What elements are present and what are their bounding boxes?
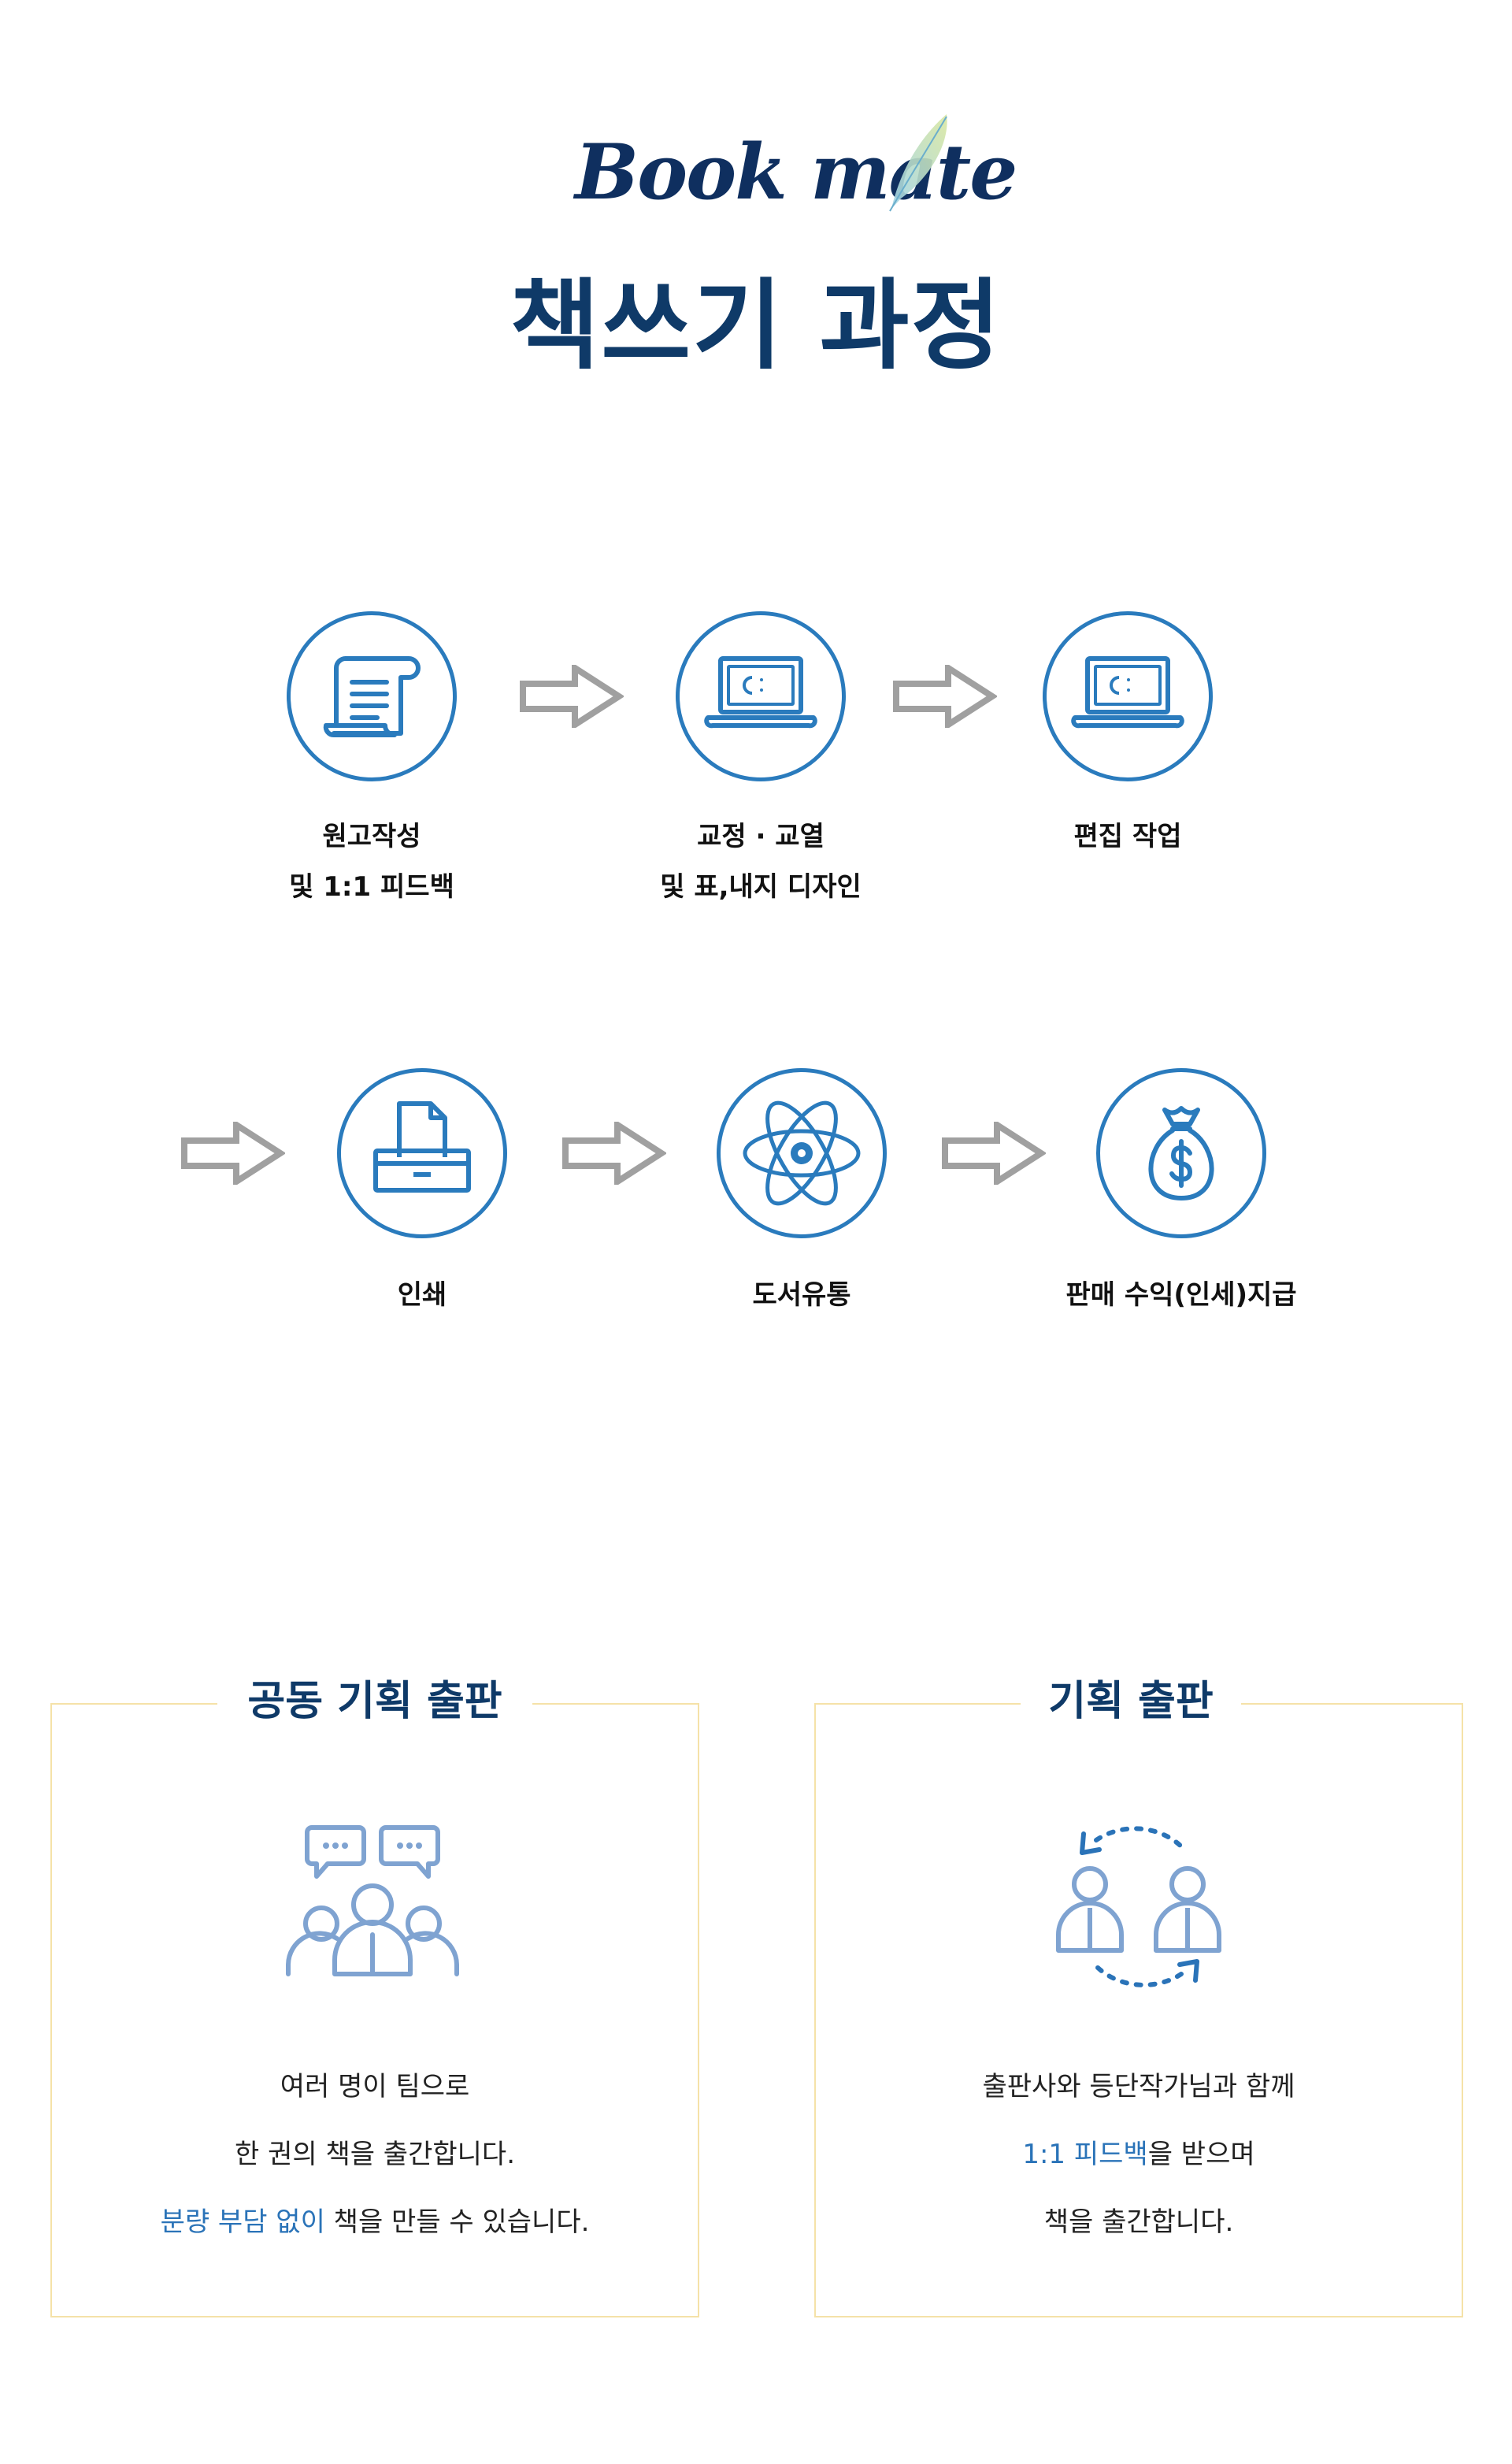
co-publish-card xyxy=(50,1703,699,2317)
step-label-line: 도서유통 xyxy=(752,1279,851,1311)
logo-text: Book mate xyxy=(575,128,1017,217)
flow-arrow-1 xyxy=(520,665,624,728)
step-label-royalty: 판매 수익(인세)지급 xyxy=(1016,1270,1347,1320)
co-publish-title: 공동 기획 출판 xyxy=(217,1670,532,1733)
laptop-icon xyxy=(1071,656,1184,729)
step-circle-printing xyxy=(337,1068,507,1238)
group-chat-icon xyxy=(284,1824,465,1985)
step-label-line: 및 1:1 피드백 xyxy=(289,871,454,903)
step-circle-manuscript xyxy=(287,611,457,781)
co-publish-highlight: 분량 부담 없이 xyxy=(160,2206,325,2238)
step-circle-proofread xyxy=(676,611,846,781)
plan-publish-line-2: 1:1 피드백을 받으며 xyxy=(814,2136,1463,2173)
plan-publish-line-2-rest: 을 받으며 xyxy=(1147,2139,1255,2170)
plan-publish-line-1: 출판사와 등단작가님과 함께 xyxy=(982,2071,1295,2102)
step-label-line: 판매 수익(인세)지급 xyxy=(1065,1279,1297,1311)
step-label-distribution: 도서유통 xyxy=(636,1270,967,1320)
step-label-line: 원고작성 xyxy=(322,821,421,852)
step-label-proofread: 교정 · 교열 및 표,내지 디자인 xyxy=(595,811,926,912)
co-publish-line-1: 여러 명이 팀으로 xyxy=(280,2071,470,2102)
plan-publish-title: 기획 출판 xyxy=(1021,1670,1241,1733)
feather-icon xyxy=(889,114,947,212)
flow-arrow-2 xyxy=(893,665,997,728)
flow-arrow-3 xyxy=(181,1122,285,1185)
co-publish-line-3: 분량 부담 없이 책을 만들 수 있습니다. xyxy=(50,2204,699,2240)
step-label-line: 교정 · 교열 xyxy=(697,821,825,852)
atom-icon xyxy=(743,1100,861,1206)
step-label-manuscript: 원고작성 및 1:1 피드백 xyxy=(206,811,537,912)
brand-logo: Book mate xyxy=(575,110,1017,228)
page-title: 책쓰기 과정 xyxy=(510,269,1002,383)
flow-arrow-5 xyxy=(942,1122,1046,1185)
step-circle-distribution xyxy=(717,1068,887,1238)
step-label-printing: 인쇄 xyxy=(257,1270,587,1320)
step-circle-editing xyxy=(1043,611,1213,781)
money-bag-icon xyxy=(1148,1106,1214,1200)
laptop-icon xyxy=(704,656,817,729)
step-label-editing: 편집 작업 xyxy=(962,811,1293,862)
co-publish-line-3-rest: 책을 만들 수 있습니다. xyxy=(324,2206,590,2238)
flow-arrow-4 xyxy=(562,1122,666,1185)
step-label-line: 및 표,내지 디자인 xyxy=(660,871,862,903)
plan-publish-line-3: 책을 출간합니다. xyxy=(1043,2206,1234,2238)
step-label-line: 편집 작업 xyxy=(1073,821,1182,852)
two-person-exchange-icon xyxy=(1049,1816,1230,2001)
step-circle-royalty xyxy=(1096,1068,1266,1238)
scroll-icon xyxy=(323,656,421,737)
plan-publish-highlight: 1:1 피드백 xyxy=(1022,2139,1148,2170)
co-publish-line-2: 한 권의 책을 출간합니다. xyxy=(234,2139,516,2170)
printer-icon xyxy=(373,1101,471,1193)
step-label-line: 인쇄 xyxy=(397,1279,447,1311)
